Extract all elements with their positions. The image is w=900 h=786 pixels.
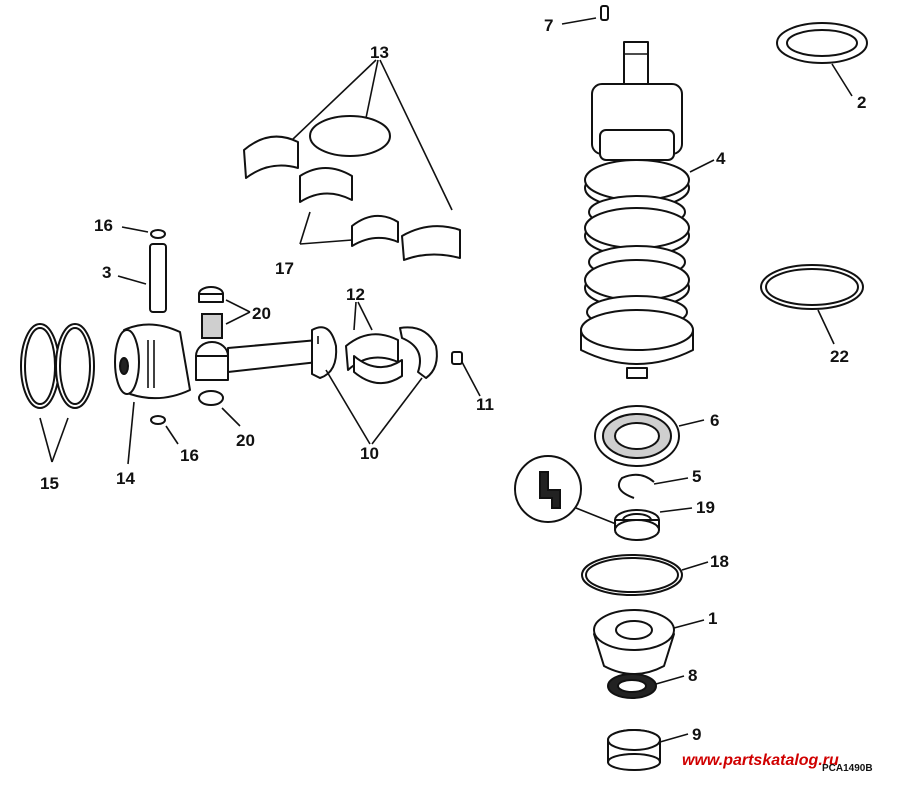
callout-8: 8 bbox=[688, 666, 697, 685]
part-10-rod-cap bbox=[325, 326, 438, 445]
part-9-sleeve bbox=[607, 729, 689, 771]
part-1-seal-housing bbox=[593, 609, 705, 675]
callout-22: 22 bbox=[830, 347, 849, 366]
part-14-piston bbox=[114, 323, 191, 465]
part-20-bearings bbox=[198, 286, 251, 427]
callout-20-bottom: 20 bbox=[236, 431, 255, 450]
callout-16-bottom: 16 bbox=[180, 446, 199, 465]
callout-6: 6 bbox=[710, 411, 719, 430]
part-18-o-ring bbox=[581, 554, 709, 596]
callout-10: 10 bbox=[360, 444, 379, 463]
callout-18: 18 bbox=[710, 552, 729, 571]
part-19-bushing bbox=[514, 455, 693, 541]
part-7-pin bbox=[561, 5, 609, 25]
connecting-rod bbox=[195, 326, 338, 381]
callout-11: 11 bbox=[476, 395, 494, 414]
callout-4: 4 bbox=[716, 149, 726, 168]
callout-1: 1 bbox=[708, 609, 717, 628]
callout-13: 13 bbox=[370, 43, 389, 62]
callout-17: 17 bbox=[275, 259, 294, 278]
callout-20-top: 20 bbox=[252, 304, 271, 323]
callout-19: 19 bbox=[696, 498, 715, 517]
part-22-o-ring bbox=[760, 264, 864, 345]
part-4-crankshaft bbox=[580, 41, 715, 379]
callout-2: 2 bbox=[857, 93, 866, 112]
callout-14: 14 bbox=[116, 469, 135, 488]
callout-7: 7 bbox=[544, 16, 553, 35]
callout-15: 15 bbox=[40, 474, 59, 493]
part-3-wrist-pin bbox=[117, 226, 167, 313]
callout-3: 3 bbox=[102, 263, 111, 282]
callout-5: 5 bbox=[692, 467, 701, 486]
part-6-ball-bearing bbox=[594, 405, 705, 467]
part-5-retaining-ring bbox=[618, 473, 689, 499]
part-8-oil-seal bbox=[607, 673, 685, 699]
part-12-rod-bearings bbox=[345, 301, 403, 384]
figure-code: PCA1490B bbox=[822, 763, 873, 774]
part-15-piston-rings bbox=[20, 323, 95, 463]
callout-9: 9 bbox=[692, 725, 701, 744]
callout-16-top: 16 bbox=[94, 216, 113, 235]
part-11-cap-screw bbox=[451, 351, 481, 397]
part-16-clip bbox=[150, 415, 179, 445]
callout-12: 12 bbox=[346, 285, 365, 304]
part-2-seal bbox=[776, 22, 868, 97]
watermark: www.partskatalog.ru bbox=[682, 752, 839, 769]
part-13-bearing-set bbox=[243, 59, 461, 261]
